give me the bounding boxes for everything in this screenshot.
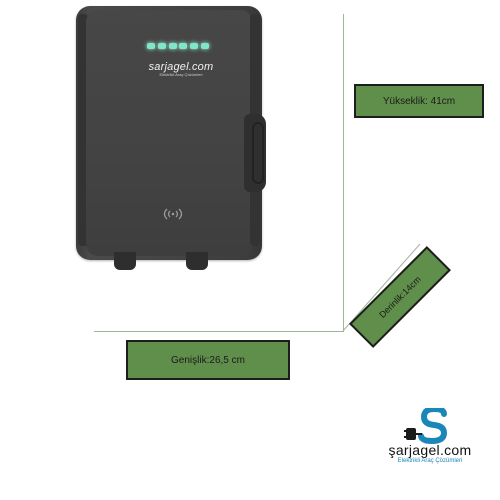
rfid-icon — [158, 207, 188, 221]
charger-front-panel: sarjagel.com Elektrikli Araç Çözümleri — [86, 10, 252, 256]
depth-label: Derinlik:14cm — [349, 246, 451, 348]
device-brand-tagline: Elektrikli Araç Çözümleri — [159, 72, 203, 77]
led — [190, 43, 199, 49]
height-label: Yükseklik: 41cm — [354, 84, 484, 118]
led — [200, 43, 209, 49]
ev-charger-device: sarjagel.com Elektrikli Araç Çözümleri — [76, 6, 262, 260]
charger-left-bezel — [78, 14, 88, 246]
charger-side-socket — [244, 114, 266, 192]
charger-foot-left — [114, 252, 136, 270]
logo-tagline: Elektrikli Araç Çözümleri — [397, 458, 463, 464]
device-brand: sarjagel.com Elektrikli Araç Çözümleri — [136, 61, 226, 77]
width-label: Genişlik:26,5 cm — [126, 340, 290, 380]
led — [157, 43, 166, 49]
socket-ring — [252, 122, 264, 184]
device-brand-name: sarjagel.com — [148, 61, 214, 73]
plug-s-logo-icon — [404, 408, 448, 444]
width-guide-line — [94, 331, 344, 332]
charger-foot-right — [186, 252, 208, 270]
sarjagel-logo: şarjagel.com Elektrikli Araç Çözümleri — [370, 408, 490, 468]
status-leds — [147, 41, 209, 51]
led — [179, 43, 188, 49]
logo-name: şarjagel.com — [388, 442, 472, 458]
height-guide-line — [343, 14, 344, 332]
led — [147, 43, 155, 49]
led — [168, 43, 177, 49]
